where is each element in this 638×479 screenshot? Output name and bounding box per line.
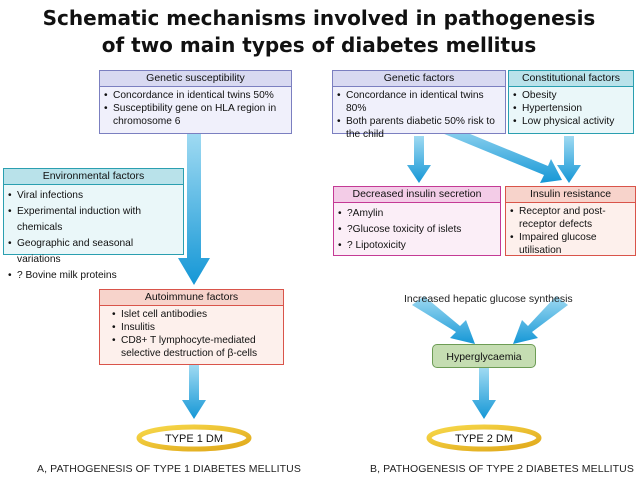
arrow-constitutional-to-resistance bbox=[557, 136, 581, 183]
list-item: Receptor and post-receptor defects bbox=[510, 205, 631, 231]
autoimmune-factors-box: Autoimmune factors Islet cell antibodies… bbox=[99, 289, 284, 365]
genetic-factors-header: Genetic factors bbox=[333, 71, 505, 87]
arrow-genetic-to-autoimmune bbox=[178, 134, 210, 285]
caption-type1: A, PATHOGENESIS OF TYPE 1 DIABETES MELLI… bbox=[37, 463, 301, 475]
arrow-genetic-to-secretion bbox=[407, 136, 431, 183]
list-item: ? Bovine milk proteins bbox=[8, 268, 179, 284]
list-item: Susceptibility gene on HLA region in chr… bbox=[104, 102, 287, 128]
genetic-factors-box: Genetic factors Concordance in identical… bbox=[332, 70, 506, 140]
list-item: Hypertension bbox=[513, 102, 629, 115]
list-item: Concordance in identical twins 50% bbox=[104, 89, 287, 102]
list-item: Concordance in identical twins 80% bbox=[337, 89, 501, 115]
list-item: Obesity bbox=[513, 89, 629, 102]
list-item: ?Amylin bbox=[338, 206, 496, 222]
arrow-secretion-to-hyperglycaemia bbox=[412, 296, 475, 344]
insulin-resistance-box: Insulin resistance Receptor and post-rec… bbox=[505, 186, 636, 256]
decreased-insulin-secretion-header: Decreased insulin secretion bbox=[334, 187, 500, 203]
list-item: Low physical activity bbox=[513, 115, 629, 128]
arrow-hyperglycaemia-to-type2 bbox=[472, 368, 496, 419]
constitutional-factors-box: Constitutional factors Obesity Hypertens… bbox=[508, 70, 634, 134]
title-line-1: Schematic mechanisms involved in pathoge… bbox=[42, 6, 596, 30]
environmental-factors-header: Environmental factors bbox=[4, 169, 183, 185]
list-item: CD8+ T lymphocyte-mediated selective des… bbox=[112, 334, 279, 360]
list-item: Both parents diabetic 50% risk to the ch… bbox=[337, 115, 501, 141]
list-item: Islet cell antibodies bbox=[112, 308, 279, 321]
type1-oval bbox=[136, 424, 252, 452]
list-item: ?Glucose toxicity of islets bbox=[338, 222, 496, 238]
genetic-susceptibility-header: Genetic susceptibility bbox=[100, 71, 291, 87]
arrow-resistance-to-hyperglycaemia bbox=[513, 296, 568, 344]
genetic-susceptibility-box: Genetic susceptibility Concordance in id… bbox=[99, 70, 292, 134]
caption-type2: B, PATHOGENESIS OF TYPE 2 DIABETES MELLI… bbox=[370, 463, 634, 475]
decreased-insulin-secretion-box: Decreased insulin secretion ?Amylin ?Glu… bbox=[333, 186, 501, 256]
type1-oval-label: TYPE 1 DM bbox=[165, 433, 223, 445]
hepatic-glucose-label: Increased hepatic glucose synthesis bbox=[404, 293, 573, 305]
type2-oval-label: TYPE 2 DM bbox=[455, 433, 513, 445]
arrow-autoimmune-to-type1 bbox=[182, 365, 206, 419]
constitutional-factors-header: Constitutional factors bbox=[509, 71, 633, 87]
list-item: Experimental induction with chemicals bbox=[8, 204, 179, 236]
list-item: Geographic and seasonal variations bbox=[8, 236, 179, 268]
type2-oval bbox=[426, 424, 542, 452]
list-item: Impaired glucose utilisation bbox=[510, 231, 631, 257]
environmental-factors-box: Environmental factors Viral infections E… bbox=[3, 168, 184, 284]
list-item: Insulitis bbox=[112, 321, 279, 334]
autoimmune-factors-header: Autoimmune factors bbox=[100, 290, 283, 306]
list-item: ? Lipotoxicity bbox=[338, 238, 496, 254]
insulin-resistance-header: Insulin resistance bbox=[506, 187, 635, 203]
hyperglycaemia-box: Hyperglycaemia bbox=[432, 344, 536, 368]
list-item: Viral infections bbox=[8, 188, 179, 204]
title-line-2: of two main types of diabetes mellitus bbox=[101, 33, 537, 57]
